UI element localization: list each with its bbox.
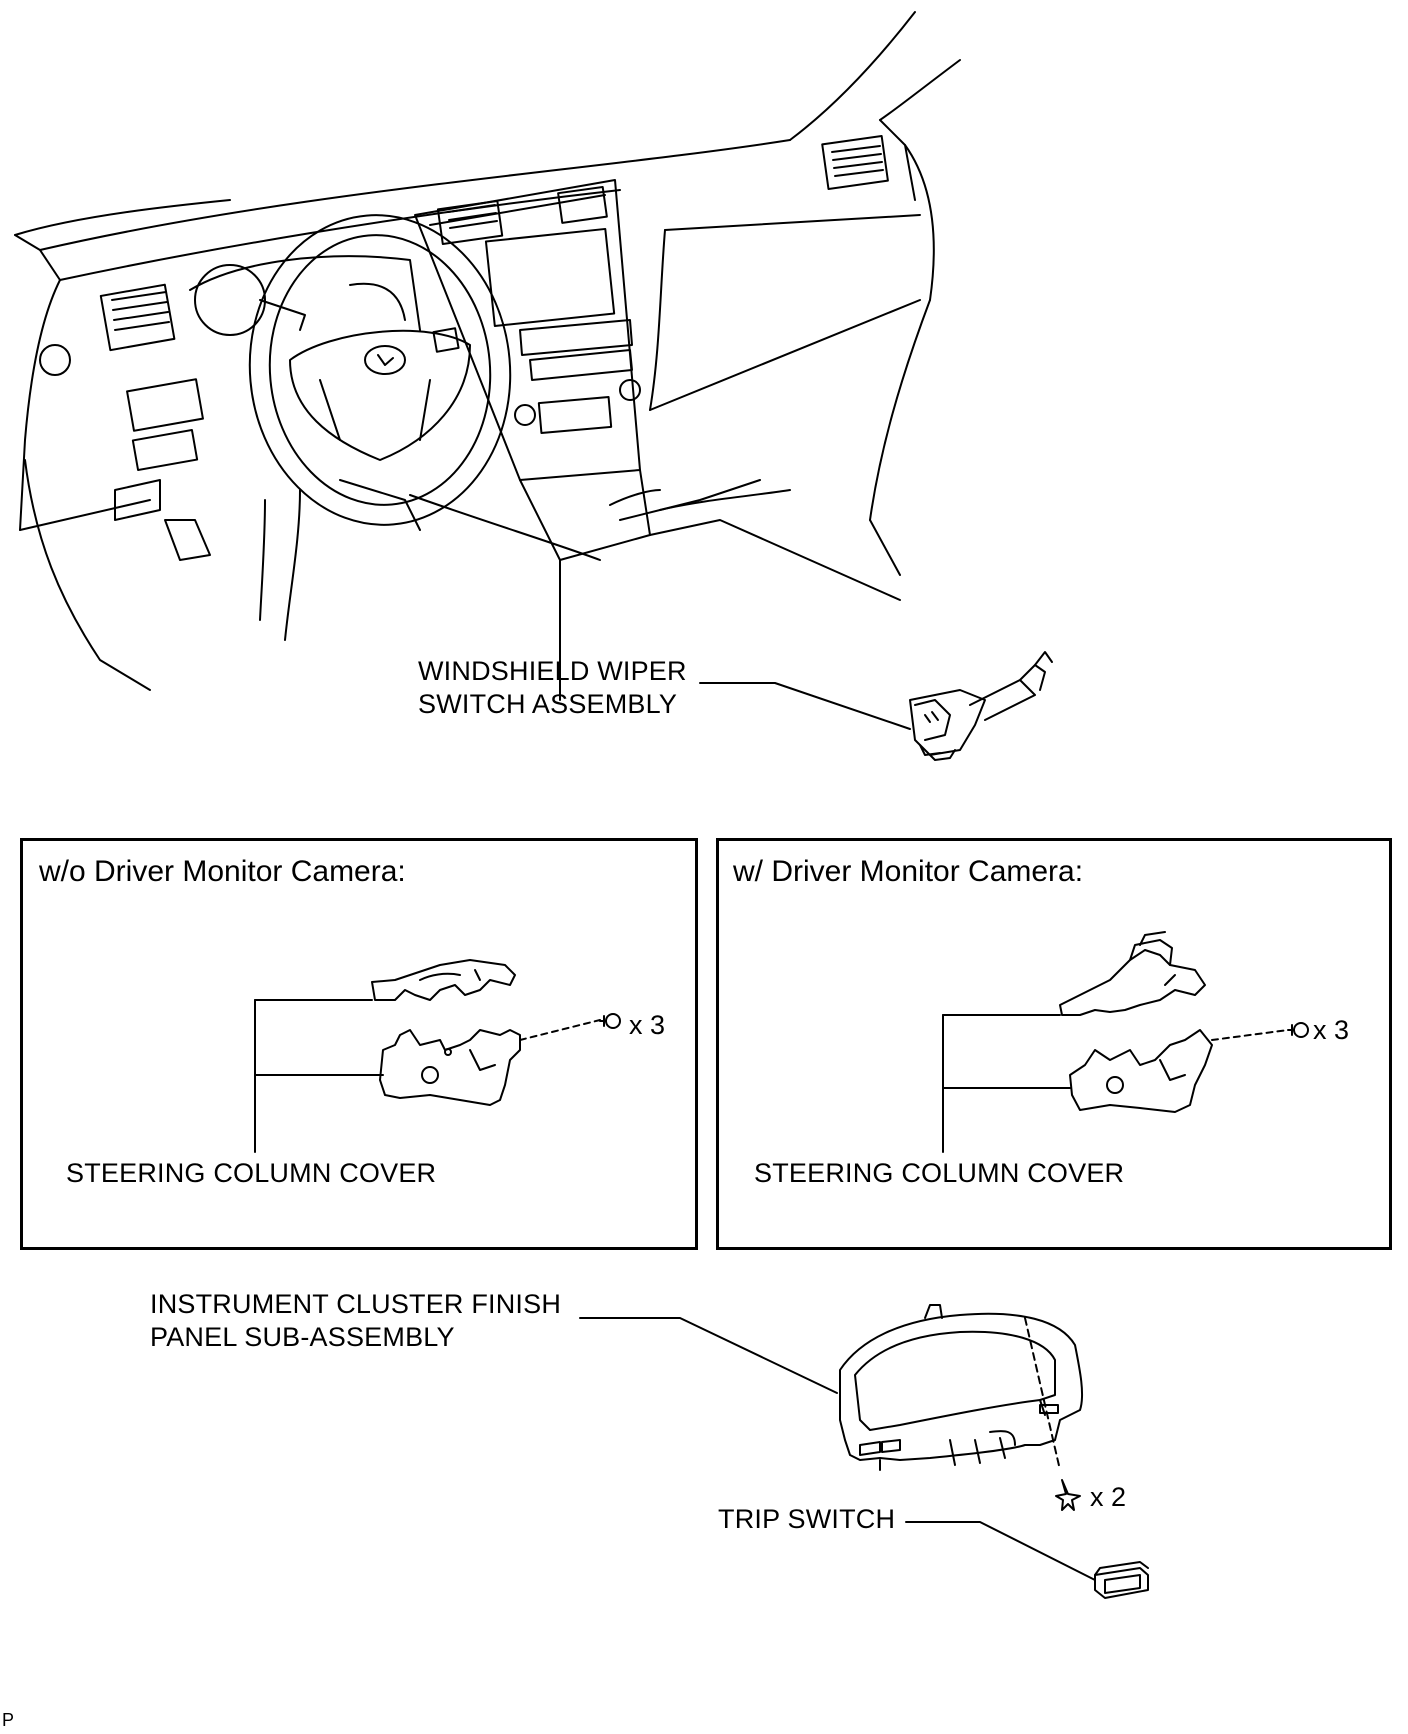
- cluster-panel-label: INSTRUMENT CLUSTER FINISH PANEL SUB-ASSE…: [150, 1288, 561, 1354]
- right-screw-quantity: x 3: [1313, 1015, 1350, 1045]
- figure-code: P: [2, 1710, 15, 1730]
- cluster-clip-quantity: x 2: [1090, 1482, 1127, 1512]
- trip-switch-label: TRIP SWITCH: [718, 1504, 896, 1534]
- dashboard-illustration: [14, 11, 961, 701]
- wiper-switch-label-line1: WINDSHIELD WIPER: [418, 656, 687, 686]
- cluster-panel-label-line2: PANEL SUB-ASSEMBLY: [150, 1322, 455, 1352]
- right-steering-cover-parts: [942, 931, 1289, 1153]
- cluster-panel-label-line1: INSTRUMENT CLUSTER FINISH: [150, 1289, 562, 1319]
- panel-without-camera-title: w/o Driver Monitor Camera:: [39, 855, 406, 888]
- left-steering-column-cover-label: STEERING COLUMN COVER: [66, 1158, 437, 1188]
- cluster-panel-part: [579, 1304, 1084, 1471]
- wiper-switch-label: WINDSHIELD WIPER SWITCH ASSEMBLY: [418, 655, 687, 721]
- wiper-switch-part: [699, 651, 1053, 761]
- panel-with-camera-title: w/ Driver Monitor Camera:: [733, 855, 1084, 888]
- left-screw-quantity: x 3: [629, 1010, 666, 1040]
- right-steering-column-cover-label: STEERING COLUMN COVER: [754, 1158, 1125, 1188]
- wiper-switch-label-line2: SWITCH ASSEMBLY: [418, 689, 678, 719]
- left-steering-cover-parts: [254, 959, 601, 1153]
- left-screw-icon: [599, 1013, 621, 1029]
- right-screw-icon: [1287, 1022, 1309, 1038]
- panel-with-camera: w/ Driver Monitor Camera: x 3 STEERING C…: [716, 838, 1392, 1250]
- panel-without-camera: w/o Driver Monitor Camera: x 3 STEERING …: [20, 838, 698, 1250]
- trip-switch-part: [905, 1521, 1149, 1599]
- cluster-clip-icon: [1055, 1479, 1081, 1511]
